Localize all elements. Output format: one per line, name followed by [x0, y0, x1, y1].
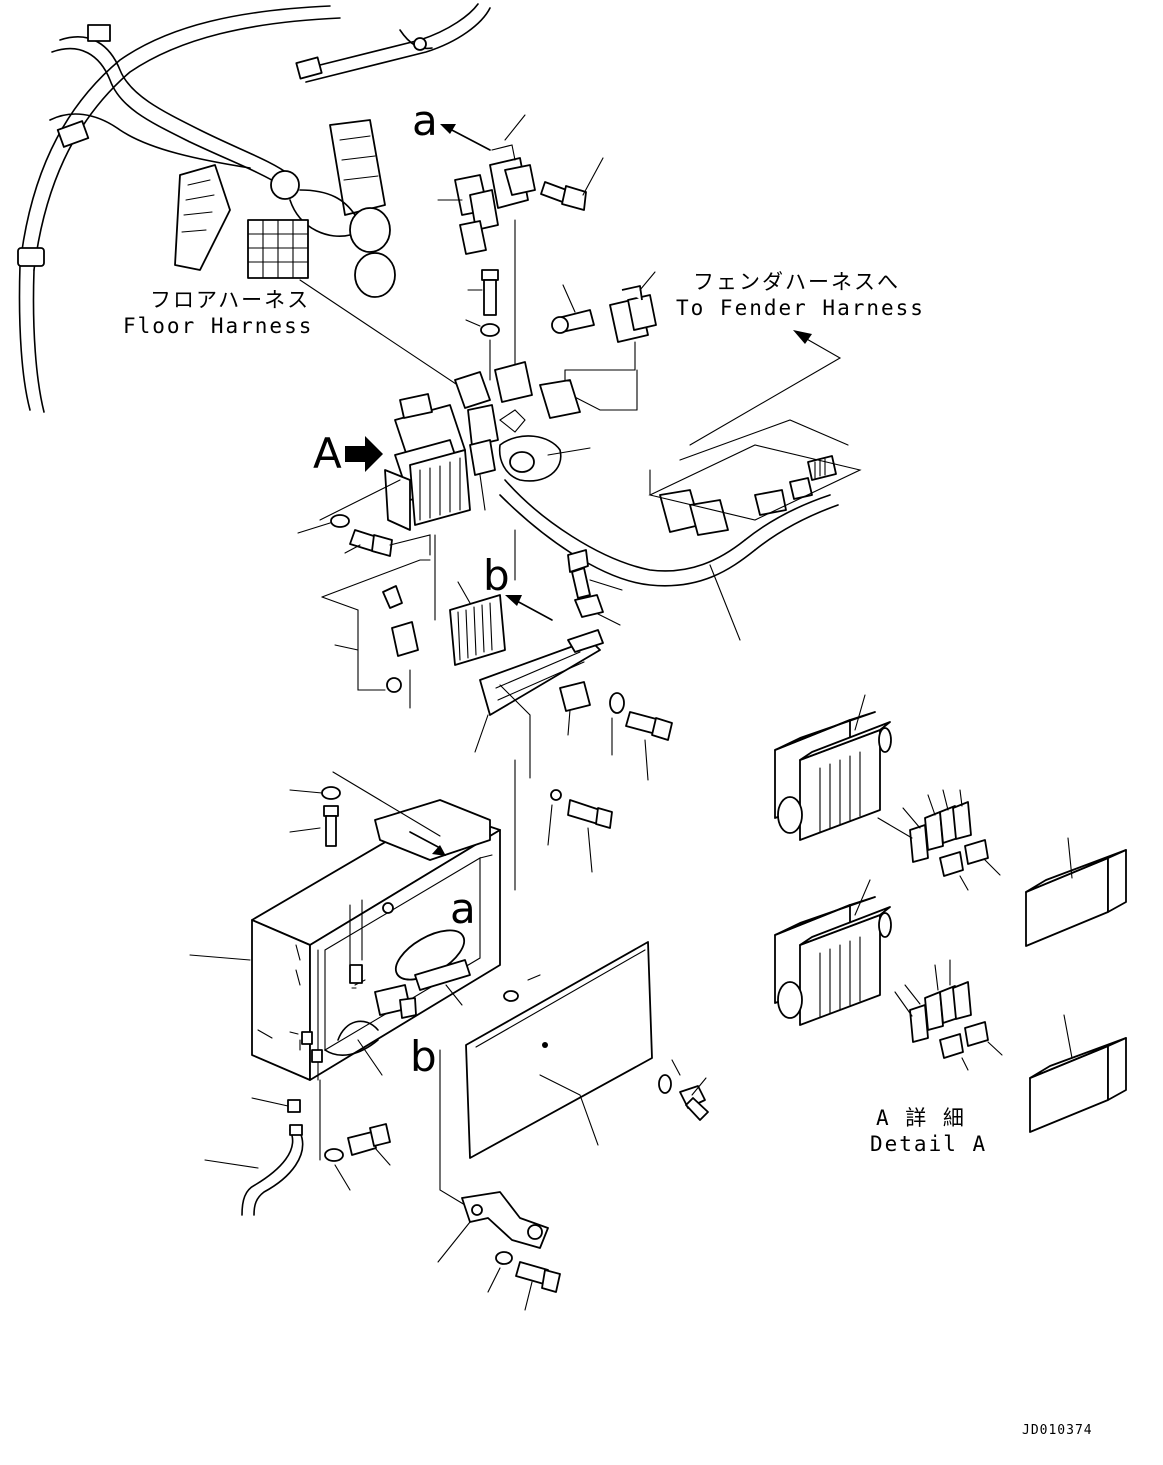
fender-harness-jp-label: フェンダハーネスへ	[693, 270, 900, 294]
middle-components	[321, 529, 673, 891]
detail-a	[774, 694, 1127, 1133]
fender-relays	[551, 271, 657, 411]
ref-a-top-label: a	[412, 96, 438, 145]
box-top-hardware	[289, 771, 441, 847]
drawing-code: JD010374	[1022, 1423, 1093, 1438]
floor-harness-jp-label: フロアハーネス	[150, 288, 311, 312]
view-a-arrow	[345, 436, 383, 472]
fender-harness-en-label: To Fender Harness	[676, 296, 925, 320]
box-bottom-hardware	[204, 1049, 561, 1311]
floor-harness-en-label: Floor Harness	[123, 314, 314, 338]
floor-harness	[17, 3, 491, 413]
ref-b-mid-label: b	[483, 551, 510, 600]
detail-a-jp-label: A 詳 細	[876, 1106, 966, 1130]
detail-a-en-label: Detail A	[870, 1132, 988, 1156]
fuse-box-assembly	[384, 330, 862, 641]
relay-cluster-top	[437, 114, 604, 381]
ref-a-box-label: a	[450, 884, 476, 933]
view-a-label: A	[313, 429, 342, 478]
fuse-box-housing	[189, 799, 501, 1081]
ref-b-box-label: b	[410, 1032, 437, 1081]
fuse-box-lid	[465, 941, 709, 1159]
fuse-box-mount-hardware	[297, 479, 436, 621]
